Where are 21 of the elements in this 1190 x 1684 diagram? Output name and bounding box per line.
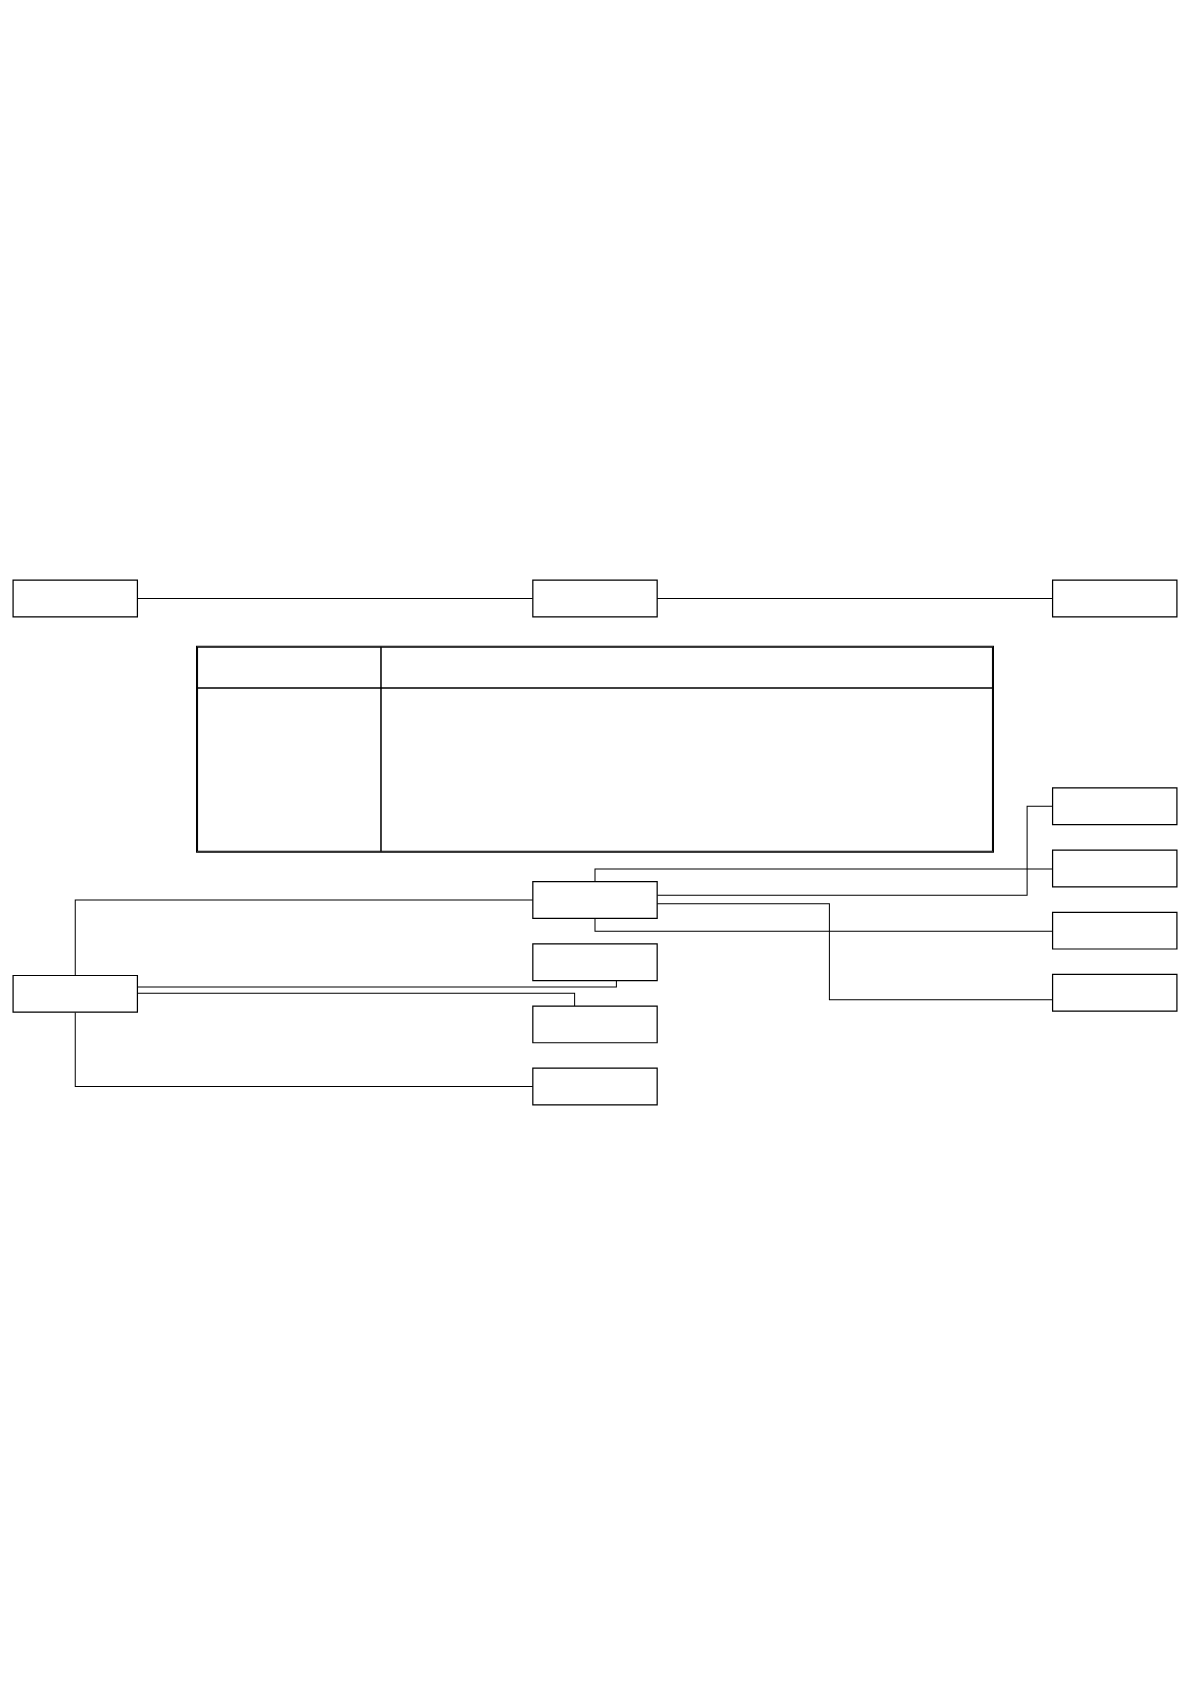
connector <box>136 597 534 599</box>
connector <box>594 917 1054 932</box>
node-box <box>532 942 658 981</box>
connector <box>656 902 1053 1000</box>
node-box <box>1052 578 1178 617</box>
node-box <box>532 880 658 919</box>
node-box <box>532 578 658 617</box>
node-box <box>12 578 138 617</box>
node-box <box>1052 973 1178 1012</box>
connector <box>74 899 534 976</box>
connector <box>656 805 1053 896</box>
node-box <box>12 974 138 1013</box>
node-box <box>1052 786 1178 825</box>
connector <box>656 597 1053 599</box>
node-box <box>1052 911 1178 950</box>
connector <box>137 992 576 1006</box>
node-box <box>1052 849 1178 887</box>
connector <box>74 1011 534 1087</box>
node-box <box>532 1067 658 1106</box>
node-box <box>532 1004 658 1043</box>
connector <box>594 868 1054 882</box>
